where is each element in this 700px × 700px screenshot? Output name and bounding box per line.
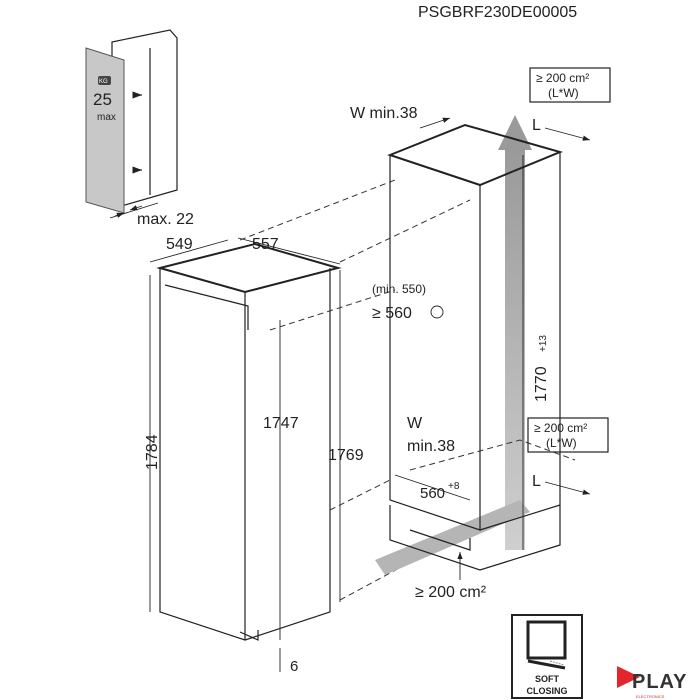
- appliance-depth-label: 557: [252, 236, 279, 253]
- door-panel-illustration: KG 25 max max. 22: [85, 29, 194, 228]
- panel-thickness-label: max. 22: [137, 211, 194, 228]
- niche-width-label: 560: [420, 485, 445, 502]
- play-logo-icon: [617, 666, 640, 688]
- niche-height-tolerance: +13: [538, 335, 549, 352]
- airflow-vertical: [505, 150, 525, 550]
- niche-depth-label: ≥ 560: [372, 305, 412, 322]
- appliance-total-height-label: 1784: [144, 434, 161, 470]
- logo-tagline: ELECTRONICS: [636, 694, 665, 699]
- play-electronics-logo: PLAY ELECTRONICS: [617, 666, 688, 699]
- bottom-vent-area-label: ≥ 200 cm²: [534, 421, 587, 435]
- appliance-side-height-label: 1769: [328, 447, 364, 464]
- bottom-vent-formula-label: (L*W): [546, 436, 577, 450]
- airflow-inlet: [375, 500, 530, 575]
- niche-width-tolerance: +8: [448, 481, 460, 492]
- appliance-illustration: 549 557 1784 1747 1769 6: [144, 236, 364, 675]
- niche-height-label: 1770: [533, 366, 550, 402]
- top-vent-formula-label: (L*W): [548, 86, 579, 100]
- bottom-l-label: L: [532, 473, 541, 490]
- top-w-label: W min.38: [350, 105, 418, 122]
- bottom-w-value: min.38: [407, 438, 455, 455]
- smiley-icon: [430, 305, 444, 319]
- plinth-vent-area-label: ≥ 200 cm²: [415, 584, 487, 601]
- top-l-label: L: [532, 117, 541, 134]
- badge-line1: SOFT: [535, 674, 560, 684]
- weight-label: max: [97, 112, 116, 123]
- weight-icon: [98, 76, 111, 85]
- weight-unit: KG: [99, 79, 108, 85]
- niche-min-depth-label: (min. 550): [372, 282, 426, 296]
- door-closing-icon: [526, 620, 567, 660]
- weight-value: 25: [93, 90, 112, 109]
- niche-illustration: ≥ 200 cm² (L*W) W min.38 L (min. 550) ≥ …: [350, 67, 611, 601]
- airflow-arrow-icon: [498, 115, 532, 150]
- product-code: PSGBRF230DE00005: [418, 4, 577, 21]
- bottom-gap-label: 6: [290, 658, 298, 675]
- soft-closing-badge: SOFT CLOSING: [511, 614, 583, 699]
- appliance-body-height-label: 1747: [263, 415, 299, 432]
- bottom-w-label: W: [407, 415, 423, 432]
- top-vent-area-label: ≥ 200 cm²: [536, 71, 589, 85]
- appliance-width-label: 549: [166, 236, 193, 253]
- badge-line2: CLOSING: [526, 686, 567, 696]
- logo-name: PLAY: [632, 671, 688, 693]
